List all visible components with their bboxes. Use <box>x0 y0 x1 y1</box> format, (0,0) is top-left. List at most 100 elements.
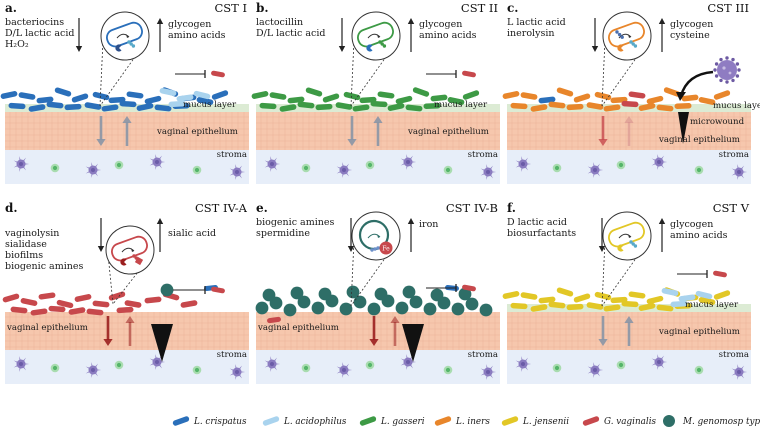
epithelium-cells <box>256 312 500 350</box>
stromal-cell-nucleus <box>194 167 200 173</box>
panel-letter: a. <box>5 1 17 15</box>
translocation-arrow-down <box>350 116 354 140</box>
panel-letter: d. <box>5 201 18 215</box>
dendritic-cell-nucleus <box>592 367 598 373</box>
zone-label: microwound <box>690 117 745 127</box>
genomosp-coccus <box>409 295 423 309</box>
produced-metabolite-label: spermidine <box>256 228 310 239</box>
zone-label: stroma <box>468 350 498 360</box>
crispatus-rod <box>196 97 214 105</box>
iners-rod <box>586 102 604 110</box>
zone-label: mucus layer <box>713 101 760 111</box>
mucus-layer-band <box>507 304 751 312</box>
stromal-cell-nucleus <box>52 165 58 171</box>
translocation-arrow-down-head <box>96 139 106 146</box>
panel-cst-v: f.CST VD lactic acidbiosurfactantsglycog… <box>502 201 751 384</box>
pathogen-icon <box>717 60 737 80</box>
jensenii-rod <box>638 303 656 311</box>
iners-rod <box>674 103 692 109</box>
jensenii-rod <box>698 297 716 305</box>
stromal-cell-nucleus <box>554 165 560 171</box>
consumed-arrow-head <box>156 218 164 224</box>
dendritic-cell-nucleus <box>234 169 240 175</box>
gasseri-rod <box>322 93 340 103</box>
iners-rod <box>698 97 716 105</box>
jensenii-rod <box>502 291 520 299</box>
legend-item: G. vaginalis <box>582 416 657 427</box>
consumed-nutrient-label: sialic acid <box>168 228 216 239</box>
inset-bacterium <box>608 21 645 48</box>
produced-metabolite-label: bacteriocins <box>5 17 64 28</box>
translocation-arrow-down <box>601 116 605 140</box>
iners-rod <box>681 94 699 102</box>
metabolite-bead <box>370 248 374 252</box>
jensenii-rod <box>621 300 639 308</box>
mucus-layer-band <box>256 104 500 112</box>
crispatus-rod <box>71 93 89 103</box>
translocation-arrow-up-head <box>373 116 383 123</box>
mucus-layer-band <box>5 104 249 112</box>
receptor-icon <box>366 44 373 52</box>
translocation-arrow-down <box>99 116 103 140</box>
stromal-cell-nucleus <box>116 162 122 168</box>
gasseri-rod <box>269 92 287 100</box>
zone-label: stroma <box>719 350 749 360</box>
gvaginalis-rod <box>2 293 20 303</box>
zone-label: mucus layer <box>434 100 488 110</box>
microwound-wedge <box>151 324 173 362</box>
legend-swatch-rod <box>172 416 190 426</box>
pathogen-spike <box>714 62 719 66</box>
consumed-arrow-head <box>407 218 415 224</box>
acidophilus-rod <box>168 100 186 108</box>
zone-label: stroma <box>719 150 749 160</box>
legend-label: L. acidophilus <box>283 417 347 427</box>
genomosp-coccus <box>297 295 311 309</box>
microwound-wedge <box>402 324 424 362</box>
dendritic-cell-nucleus <box>18 361 24 367</box>
inset-bacterium <box>106 21 143 48</box>
epithelium-cells <box>256 112 500 150</box>
zone-label: vaginal epithelium <box>407 127 489 137</box>
iners-rod <box>656 104 674 112</box>
legend-label: G. vaginalis <box>604 417 657 427</box>
consumed-nutrient-label: glycogen <box>168 19 211 30</box>
gvaginalis-rod <box>462 284 476 292</box>
dendritic-cell-nucleus <box>485 369 491 375</box>
microwound-wedge <box>678 112 689 144</box>
dendritic-cell-nucleus <box>341 167 347 173</box>
dendritic-cell-nucleus <box>269 361 275 367</box>
epithelium-band <box>256 312 500 350</box>
crispatus-rod <box>84 102 102 110</box>
receptor-icon <box>115 44 122 52</box>
jensenii-rod <box>530 304 548 312</box>
acidophilus-rod <box>670 300 688 308</box>
produced-metabolite-label: D/L lactic acid <box>256 28 325 39</box>
legend-swatch-rod <box>434 416 452 426</box>
genomosp-coccus <box>255 301 269 315</box>
dendritic-cell-nucleus <box>405 359 411 365</box>
stroma-band <box>5 150 249 184</box>
dendritic-cell-nucleus <box>520 161 526 167</box>
genomosp-coccus <box>290 286 304 300</box>
uptake-arrow-head <box>628 234 631 238</box>
translocation-arrow-up-head <box>125 316 135 323</box>
gasseri-rod <box>387 103 405 111</box>
produced-metabolite-label: H₂O₂ <box>5 39 29 50</box>
gasseri-rod <box>377 91 395 99</box>
genomosp-coccus <box>465 297 479 311</box>
gvaginalis-rod <box>211 70 225 78</box>
iners-rod <box>594 91 612 101</box>
consumed-nutrient-label: glycogen <box>670 219 713 230</box>
translocation-arrow-up-head <box>390 316 400 323</box>
zone-label: stroma <box>468 150 498 160</box>
sialic-acid-icon <box>134 256 144 266</box>
metabolite-bead <box>132 254 136 258</box>
uptake-arrow-head <box>377 34 380 38</box>
iners-rod <box>556 87 574 97</box>
zone-label: stroma <box>217 150 247 160</box>
legend-item: L. iners <box>434 416 490 427</box>
iners-rod <box>628 91 646 99</box>
panel-letter: f. <box>507 201 516 215</box>
crispatus-rod <box>101 104 119 112</box>
jensenii-rod <box>646 295 664 305</box>
